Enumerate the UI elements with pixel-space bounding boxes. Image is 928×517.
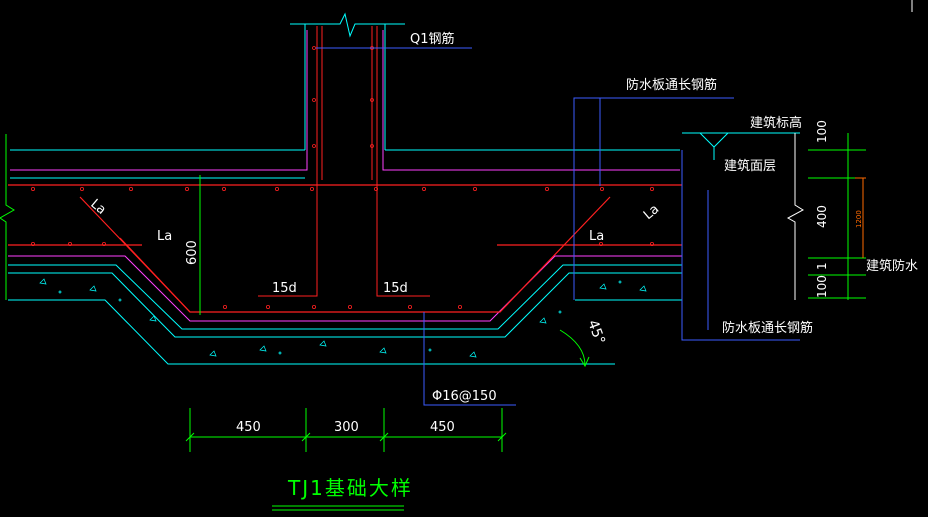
angle-45-arc bbox=[559, 329, 590, 368]
width-mid-label: 300 bbox=[334, 420, 359, 435]
width-left-label: 450 bbox=[236, 420, 261, 435]
pit-rebar bbox=[79, 196, 611, 313]
dim-100-bottom-label: 100 bbox=[815, 275, 829, 298]
la-right-label: La bbox=[641, 202, 662, 223]
title-underline bbox=[272, 505, 404, 511]
right-break-line bbox=[786, 133, 804, 300]
vertical-dim-chain bbox=[808, 133, 866, 300]
left-edge bbox=[0, 134, 15, 300]
wall-column bbox=[290, 12, 405, 150]
dim-100-top-label: 100 bbox=[815, 120, 829, 143]
concrete-hatch bbox=[39, 278, 647, 358]
waterproof-rebar-top-label: 防水板通长钢筋 bbox=[626, 77, 717, 93]
wall-magenta-lines bbox=[10, 30, 680, 171]
waterproof-rebar-bottom-label: 防水板通长钢筋 bbox=[722, 320, 813, 336]
dim-400-label: 400 bbox=[815, 205, 829, 228]
slab-left-lines bbox=[10, 149, 680, 179]
building-elevation-label: 建筑标高 bbox=[750, 115, 802, 131]
drawing-title: TJ1基础大样 bbox=[287, 476, 413, 500]
bottom-rebar-label: Φ16@150 bbox=[432, 389, 497, 404]
pit-rebar-dots bbox=[222, 304, 462, 309]
slab-bottom-dots bbox=[30, 241, 655, 246]
orange-dim bbox=[855, 177, 866, 258]
dim-small-label: 1 bbox=[815, 262, 829, 270]
la-right-inner-label: La bbox=[589, 229, 604, 244]
dim-600-label: 600 bbox=[185, 240, 200, 265]
right-blue-lines bbox=[573, 97, 800, 341]
q1-rebar-label: Q1钢筋 bbox=[410, 31, 455, 47]
slab-lower-lines bbox=[8, 255, 682, 365]
bottom-rebar-leader bbox=[423, 312, 516, 406]
hook-right-label: 15d bbox=[383, 281, 408, 296]
width-dim-chain bbox=[185, 408, 507, 452]
la-left-inner-label: La bbox=[157, 229, 172, 244]
wall-rebar-dots bbox=[312, 46, 374, 148]
width-right-label: 450 bbox=[430, 420, 455, 435]
angle-45-label: 45° bbox=[584, 318, 608, 347]
dim-1200-label: 1200 bbox=[855, 210, 863, 228]
building-waterproof-label: 建筑防水 bbox=[866, 258, 918, 274]
top-mat-dots bbox=[30, 186, 655, 191]
elevation-marker bbox=[682, 132, 800, 160]
la-left-label: La bbox=[87, 197, 108, 218]
building-surface-label: 建筑面层 bbox=[724, 158, 776, 174]
wall-vertical-rebars bbox=[258, 26, 430, 297]
hook-left-label: 15d bbox=[272, 281, 297, 296]
